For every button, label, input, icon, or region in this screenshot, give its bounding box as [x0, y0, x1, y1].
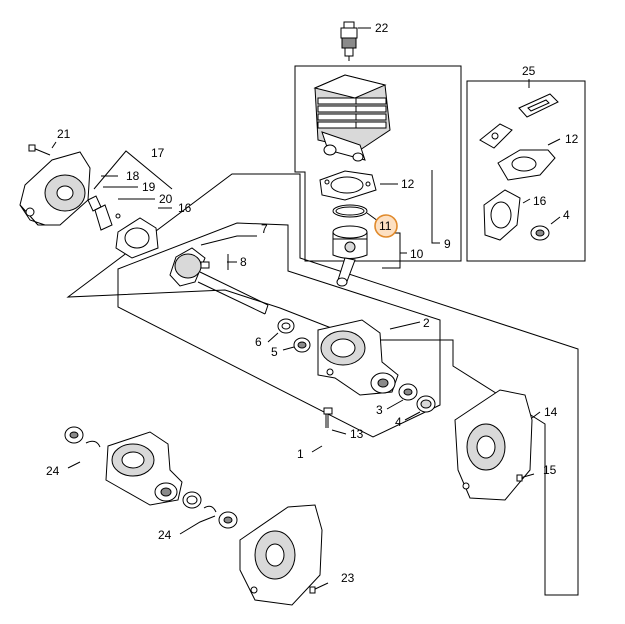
callout-19: 19 [142, 180, 156, 194]
callout-17: 17 [151, 146, 165, 160]
callout-11-highlight [374, 214, 398, 238]
crank-bearing-right [398, 383, 418, 401]
callout-22: 22 [375, 21, 389, 35]
bearing-set-24 [182, 491, 238, 529]
callout-1: 1 [297, 447, 304, 461]
fan-housing-right [454, 389, 533, 501]
crankcase [317, 319, 399, 396]
crankcase-screw [323, 407, 333, 428]
frame-group-cylinder [294, 65, 462, 262]
crankshaft [169, 247, 269, 315]
callout-13: 13 [350, 427, 364, 441]
callout-3: 3 [376, 403, 383, 417]
callout-21: 21 [57, 127, 71, 141]
piston [332, 225, 368, 287]
callout-23: 23 [341, 571, 355, 585]
callout-12-kit: 12 [565, 132, 579, 146]
callout-14: 14 [544, 405, 558, 419]
gasket-kit [479, 93, 559, 241]
frame-group-2 [117, 222, 441, 438]
callout-12-top: 12 [401, 177, 415, 191]
spark-plug [340, 21, 358, 61]
crank-bearing-left [293, 337, 311, 353]
cylinder-gasket [319, 170, 377, 201]
ignition-parts [87, 195, 121, 231]
oil-seal-right [416, 395, 436, 413]
callout-20: 20 [159, 192, 173, 206]
callout-15: 15 [543, 463, 557, 477]
frame-group-crankcase [66, 173, 579, 596]
callout-25: 25 [522, 64, 536, 78]
crank-washer [277, 318, 295, 334]
fan-housing-lower [239, 504, 323, 606]
callout-7: 7 [261, 222, 268, 236]
cylinder [313, 74, 391, 162]
callout-5: 5 [271, 345, 278, 359]
crankcase-gasket-left [115, 217, 159, 259]
callout-18: 18 [126, 169, 140, 183]
piston-ring [332, 204, 368, 218]
callout-8: 8 [240, 255, 247, 269]
callout-9: 9 [444, 237, 451, 251]
callout-11: 11 [379, 219, 392, 233]
callout-4-kit: 4 [563, 208, 570, 222]
callout-4-main: 4 [395, 415, 402, 429]
frame-group-25 [466, 80, 586, 262]
callout-24-top: 24 [46, 464, 60, 478]
ignition-module-housing [19, 144, 91, 226]
housing-screw-23 [309, 582, 329, 594]
callout-24-bottom: 24 [158, 528, 172, 542]
callout-16-kit: 16 [533, 194, 547, 208]
callout-10: 10 [410, 247, 424, 261]
housing-screw-15 [516, 473, 535, 482]
callout-6: 6 [255, 335, 262, 349]
callout-16-left: 16 [178, 201, 192, 215]
crankcase-half-left [64, 426, 183, 506]
callout-2: 2 [423, 316, 430, 330]
